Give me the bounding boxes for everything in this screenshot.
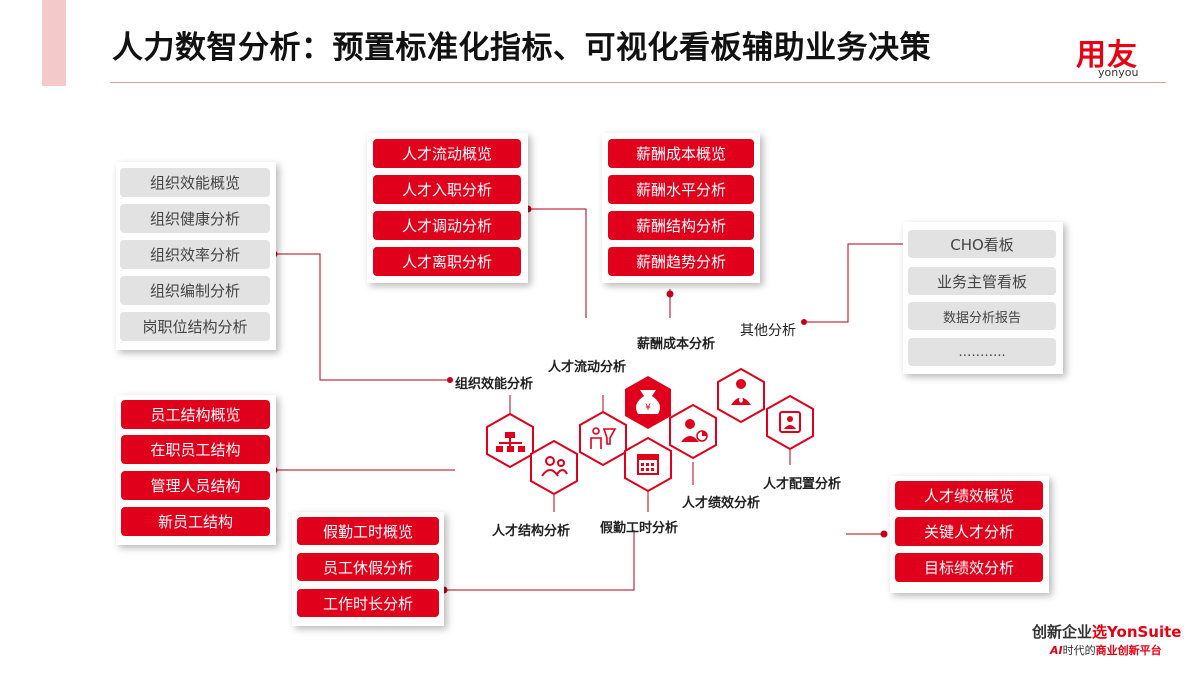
hub-label-attendance: 假勤工时分析 (600, 521, 679, 536)
hex-talent-flow (579, 410, 627, 467)
list-item[interactable]: 薪酬水平分析 (608, 175, 754, 204)
list-item[interactable]: 组织编制分析 (120, 276, 270, 305)
list-item[interactable]: 工作时长分析 (297, 589, 439, 617)
profile-card-icon (779, 411, 801, 433)
yonyou-logo: 用友 (1076, 38, 1138, 73)
person-chart-icon (681, 419, 708, 442)
yonsuite-logo: YonSuite (1107, 623, 1182, 641)
hex-config (766, 394, 814, 451)
org-chart-icon (496, 432, 525, 452)
hub-label-org: 组织效能分析 (455, 377, 534, 392)
hub-label-flow: 人才流动分析 (548, 360, 627, 375)
hub-label-performance: 人才绩效分析 (682, 496, 761, 511)
hex-performance (669, 403, 717, 460)
brand-tagline: AI时代的商业创新平台 (1050, 644, 1162, 657)
list-item[interactable]: 员工休假分析 (297, 553, 439, 581)
yonyou-logo-sub: yonyou (1098, 66, 1139, 79)
list-item[interactable]: 组织效率分析 (120, 240, 270, 269)
people-icon (541, 456, 568, 477)
panel-salary-cost: 薪酬成本概览 薪酬水平分析 薪酬结构分析 薪酬趋势分析 (602, 133, 760, 283)
hex-talent-structure (530, 439, 578, 496)
list-item[interactable]: 岗职位结构分析 (120, 312, 270, 341)
list-item[interactable]: 人才离职分析 (373, 247, 521, 276)
list-item[interactable]: 人才入职分析 (373, 175, 521, 204)
hub-label-salary: 薪酬成本分析 (637, 337, 716, 352)
money-bag-icon: ¥ (636, 390, 660, 414)
list-item[interactable]: 员工结构概览 (121, 400, 270, 429)
svg-text:¥: ¥ (645, 403, 651, 413)
list-item[interactable]: 在职员工结构 (121, 435, 270, 464)
list-item[interactable]: ……….. (908, 338, 1056, 366)
panel-talent-flow: 人才流动概览 人才入职分析 人才调动分析 人才离职分析 (367, 133, 528, 283)
title-divider (110, 82, 1166, 83)
list-item[interactable]: 新员工结构 (121, 507, 270, 536)
list-item[interactable]: 组织健康分析 (120, 204, 270, 233)
list-item[interactable]: 薪酬结构分析 (608, 211, 754, 240)
panel-org-efficiency: 组织效能概览 组织健康分析 组织效率分析 组织编制分析 岗职位结构分析 (116, 162, 276, 350)
calendar-icon (637, 454, 659, 475)
list-item[interactable]: 目标绩效分析 (895, 553, 1043, 582)
panel-other-analysis: CHO看板 业务主管看板 数据分析报告 ……….. (903, 222, 1063, 374)
list-item[interactable]: 人才流动概览 (373, 139, 521, 168)
list-item[interactable]: 数据分析报告 (908, 302, 1056, 330)
page-title: 人力数智分析：预置标准化指标、可视化看板辅助业务决策 (112, 30, 931, 66)
list-item[interactable]: 假勤工时概览 (297, 517, 439, 545)
panel-attendance: 假勤工时概览 员工休假分析 工作时长分析 (292, 512, 444, 626)
list-item[interactable]: 管理人员结构 (121, 471, 270, 500)
hub-label-other: 其他分析 (740, 323, 796, 339)
list-item[interactable]: 薪酬趋势分析 (608, 247, 754, 276)
brand-slogan: 创新企业选YonSuite (1032, 623, 1182, 641)
list-item[interactable]: 组织效能概览 (120, 168, 270, 197)
hub-label-config: 人才配置分析 (763, 477, 842, 492)
list-item[interactable]: 人才绩效概览 (895, 481, 1043, 510)
list-item[interactable]: 关键人才分析 (895, 517, 1043, 546)
hub-label-structure: 人才结构分析 (492, 524, 571, 539)
list-item[interactable]: 人才调动分析 (373, 211, 521, 240)
panel-talent-structure: 员工结构概览 在职员工结构 管理人员结构 新员工结构 (116, 395, 276, 545)
list-item[interactable]: 业务主管看板 (908, 267, 1056, 295)
list-item[interactable]: CHO看板 (908, 230, 1056, 258)
list-item[interactable]: 薪酬成本概览 (608, 139, 754, 168)
title-accent-bar (42, 0, 66, 86)
manager-icon (731, 379, 751, 405)
person-funnel-icon (590, 427, 617, 449)
panel-performance: 人才绩效概览 关键人才分析 目标绩效分析 (890, 476, 1049, 593)
